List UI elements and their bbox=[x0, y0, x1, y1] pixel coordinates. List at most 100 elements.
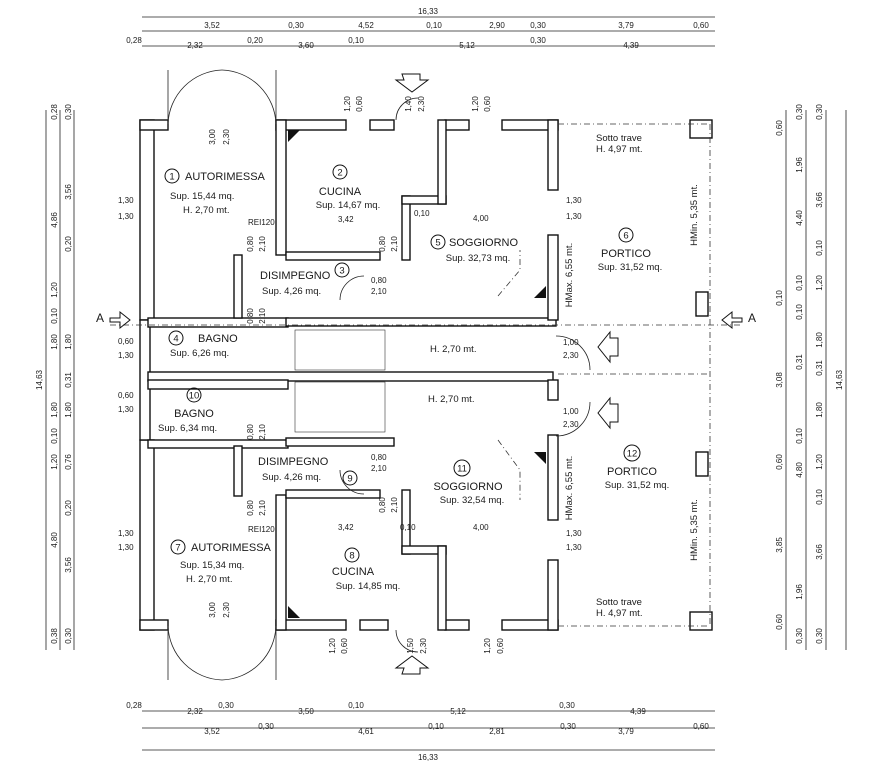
open-d3b-w: 0,80 bbox=[371, 276, 387, 285]
dim-right-in-11: 4,80 bbox=[795, 462, 804, 478]
open-s11-side-h: 1,30 bbox=[566, 543, 582, 552]
open-s11-h: 0,60 bbox=[496, 638, 505, 654]
dim-bot-r1-6: 0,30 bbox=[559, 701, 575, 710]
main-door-bottom-swing bbox=[395, 629, 419, 653]
room-number: 9 bbox=[347, 474, 352, 485]
stair-upper bbox=[294, 329, 386, 371]
door-swings bbox=[167, 69, 591, 681]
open-d7-h: 2,10 bbox=[258, 500, 267, 516]
open-s5-side-h: 1,30 bbox=[566, 212, 582, 221]
room-number-badge bbox=[430, 234, 446, 250]
dim-bot-r2-4: 2,81 bbox=[489, 727, 505, 736]
portico-ridge-2 bbox=[497, 439, 521, 500]
open-b4-w: 0,60 bbox=[118, 337, 134, 346]
dim-top-r2-3: 3,60 bbox=[298, 41, 314, 50]
dim-top-overall: 16,33 bbox=[418, 7, 439, 16]
entrance-arrow-top-icon bbox=[394, 73, 430, 93]
room-5: 5 SOGGIORNO Sup. 32,73 mq. bbox=[430, 234, 519, 264]
dim-right-in-5: 0,10 bbox=[775, 290, 784, 306]
disimp3-door-swing bbox=[339, 275, 365, 301]
room-number: 8 bbox=[349, 551, 354, 562]
room-1: 1 AUTORIMESSA Sup. 15,44 mq. H. 2,70 mt. bbox=[164, 168, 266, 216]
room-area: Sup. 6,34 mq. bbox=[158, 423, 217, 434]
open-d3b-h: 2,10 bbox=[371, 287, 387, 296]
open-d9-w: 0,80 bbox=[371, 453, 387, 462]
dim-right-in-4: 1,20 bbox=[815, 275, 824, 291]
open-d4-h: 2,10 bbox=[258, 308, 267, 324]
dim-top-r1-5: 0,30 bbox=[530, 21, 546, 30]
room-number: 6 bbox=[623, 231, 628, 242]
dim-right-in-12: 0,10 bbox=[815, 489, 824, 505]
section-mark-left: A bbox=[96, 311, 104, 325]
dim-top-r1-1: 0,30 bbox=[288, 21, 304, 30]
pillar-portico-mid2 bbox=[695, 451, 709, 477]
dim-left-in-1: 0,30 bbox=[64, 104, 73, 120]
garage7-door-left bbox=[167, 625, 223, 681]
dim-bot-r1-0: 0,28 bbox=[126, 701, 142, 710]
note-h-trave-bottom: H. 4,97 mt. bbox=[596, 608, 642, 619]
dim-left-out-4: 0,31 bbox=[64, 372, 73, 388]
room-4: 4 BAGNO Sup. 6,26 mq. bbox=[168, 330, 238, 359]
dim-bottom-overall: 16,33 bbox=[418, 753, 439, 762]
open-d10-h: 2,10 bbox=[258, 424, 267, 440]
dim-left-out-5: 1,80 bbox=[64, 402, 73, 418]
room-number: 1 bbox=[169, 172, 174, 183]
dim-left-in-9: 4,80 bbox=[50, 532, 59, 548]
wall-disimp3-left bbox=[233, 254, 243, 319]
pillar-portico-mid1 bbox=[695, 291, 709, 317]
note-342-lower: 3,42 bbox=[338, 523, 354, 532]
dim-right-out-5: 3,08 bbox=[775, 372, 784, 388]
dim-right-out-9b: 0,30 bbox=[815, 628, 824, 644]
open-entry-bot-h: 2,30 bbox=[419, 638, 428, 654]
room-name: CUCINA bbox=[319, 186, 362, 198]
walls bbox=[139, 119, 713, 631]
note-400-upper: 4,00 bbox=[473, 214, 489, 223]
entrance-arrow-bottom-icon bbox=[394, 655, 430, 675]
dim-bot-r1-2: 0,30 bbox=[218, 701, 234, 710]
room-name: AUTORIMESSA bbox=[191, 542, 272, 554]
dim-bot-r2-5: 0,30 bbox=[560, 722, 576, 731]
wall-corridor-top bbox=[285, 317, 557, 327]
dim-bot-r2-7: 0,60 bbox=[693, 722, 709, 731]
garage7-door-right bbox=[221, 625, 277, 681]
dim-left-out-2: 0,20 bbox=[64, 236, 73, 252]
dim-right-out-4b: 0,31 bbox=[815, 360, 824, 376]
note-h-stair-lower: H. 2,70 mt. bbox=[428, 394, 474, 405]
open-d5-h: 2,10 bbox=[390, 236, 399, 252]
dim-left-in-2: 4,86 bbox=[50, 212, 59, 228]
open-d11-w: 0,80 bbox=[378, 497, 387, 513]
dim-right-out-7: 3,85 bbox=[775, 537, 784, 553]
open-d9-h: 2,10 bbox=[371, 464, 387, 473]
dim-top-r2-7: 4,39 bbox=[623, 41, 639, 50]
dim-top-r2-0: 0,28 bbox=[126, 36, 142, 45]
dim-left-out-7: 0,20 bbox=[64, 500, 73, 516]
open-s11-side-w: 1,30 bbox=[566, 529, 582, 538]
open-d10-w: 0,80 bbox=[246, 424, 255, 440]
room-number-badge bbox=[344, 547, 360, 563]
room-number-badge bbox=[342, 470, 358, 486]
dim-left-in-6: 1,80 bbox=[50, 402, 59, 418]
right-dimensions: 14,63 0,60 0,30 1,96 0,30 3,66 4,40 0,10… bbox=[775, 104, 847, 650]
room-area: Sup. 31,52 mq. bbox=[605, 480, 669, 491]
corner-mark-1 bbox=[288, 130, 300, 142]
room-area: Sup. 31,52 mq. bbox=[598, 262, 662, 273]
dim-top-r2-4: 0,10 bbox=[348, 36, 364, 45]
wall-bottom-d bbox=[444, 619, 470, 631]
dim-right-out-6: 0,60 bbox=[775, 454, 784, 470]
room-number: 5 bbox=[435, 238, 440, 249]
open-c8-h: 0,60 bbox=[340, 638, 349, 654]
dim-right-in-13: 1,96 bbox=[795, 584, 804, 600]
wall-cucina2-step bbox=[401, 195, 411, 261]
room-2: 2 CUCINA Sup. 14,67 mq. bbox=[316, 164, 380, 211]
room-name: BAGNO bbox=[174, 408, 214, 420]
wall-cucina2-right bbox=[437, 119, 447, 205]
room-area: Sup. 15,34 mq. bbox=[180, 560, 244, 571]
dim-bot-r1-4: 0,10 bbox=[348, 701, 364, 710]
dim-bot-r1-1: 2,32 bbox=[187, 707, 203, 716]
open-g1-w: 3,00 bbox=[208, 129, 217, 145]
room-name: SOGGIORNO bbox=[433, 481, 503, 493]
open-entry-bot-w: 1,50 bbox=[406, 638, 415, 654]
dim-top-r1-6: 3,79 bbox=[618, 21, 634, 30]
room-number: 12 bbox=[627, 449, 638, 460]
room-number-badge bbox=[334, 262, 350, 278]
